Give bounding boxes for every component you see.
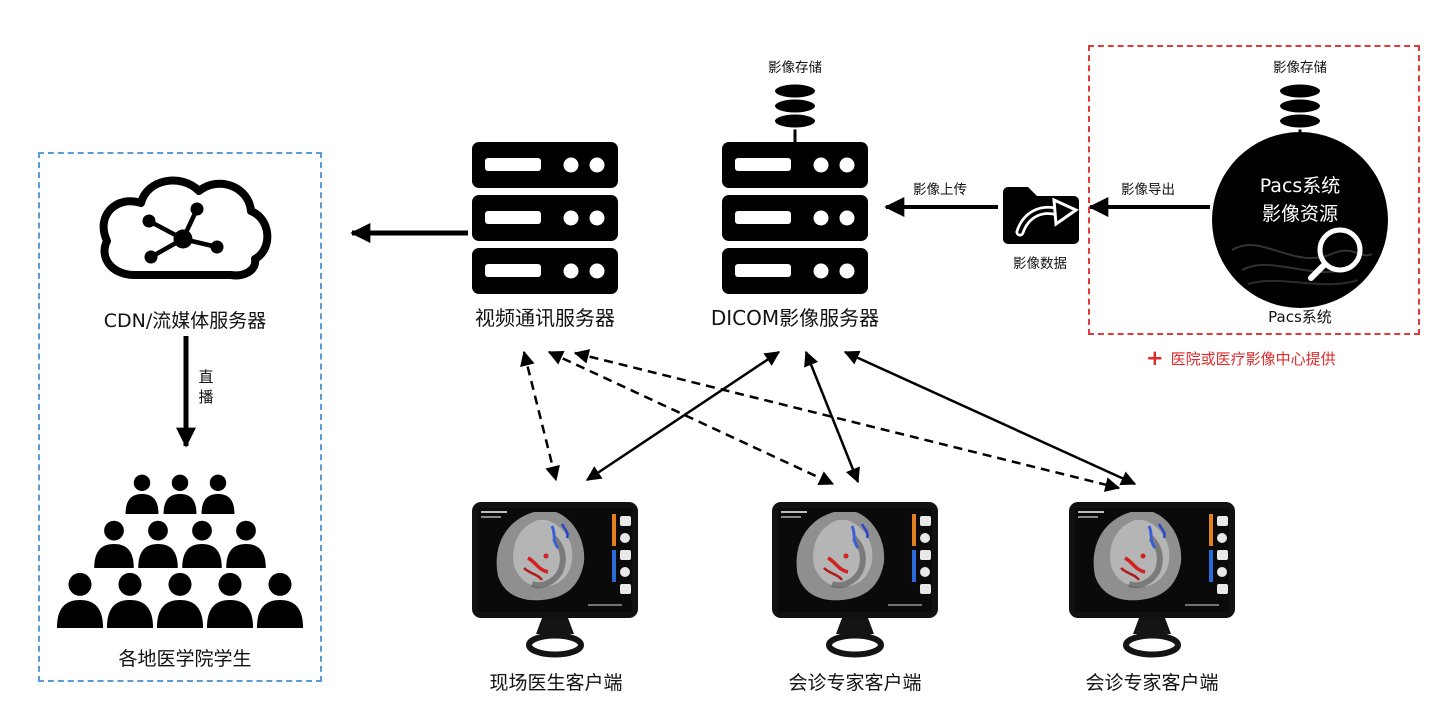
magnifier-icon (1308, 227, 1363, 281)
client-monitor-icon-1 (468, 498, 642, 658)
dicom-storage-label: 影像存储 (768, 60, 822, 76)
dicom-server-label: DICOM影像服务器 (710, 306, 880, 330)
live-arrow-label: 直播 (198, 368, 214, 406)
folder-label: 影像数据 (1013, 256, 1067, 272)
pacs-system-icon: Pacs系统 影像资源 (1212, 132, 1388, 308)
client-monitor-icon-3 (1065, 498, 1239, 658)
plus-icon: + (1146, 346, 1164, 370)
pacs-provider-note: + 医院或医疗影像中心提供 (1146, 348, 1336, 369)
client-label-1: 现场医生客户端 (489, 672, 623, 694)
folder-icon (1000, 180, 1084, 250)
pacs-caption: Pacs系统 (1268, 308, 1332, 326)
hospital-pacs-box (1088, 45, 1420, 335)
pacs-storage-label: 影像存储 (1273, 60, 1327, 76)
cdn-students-box (38, 152, 322, 682)
video-server-label: 视频通讯服务器 (475, 306, 615, 330)
dicom-server-icon (722, 142, 868, 294)
students-crowd-icon (55, 474, 305, 634)
students-label: 各地医学院学生 (118, 648, 252, 670)
pacs-database-icon (1277, 82, 1323, 130)
cdn-label: CDN/流媒体服务器 (103, 310, 267, 332)
dicom-database-icon (772, 82, 818, 130)
export-arrow-label: 影像导出 (1121, 182, 1175, 198)
client-label-3: 会诊专家客户端 (1085, 672, 1219, 694)
note-text: 医院或医疗影像中心提供 (1170, 350, 1336, 368)
pacs-circle-title: Pacs系统 (1259, 174, 1341, 197)
upload-arrow-label: 影像上传 (913, 182, 967, 198)
cloud-icon (85, 163, 285, 303)
client-label-2: 会诊专家客户端 (788, 672, 922, 694)
client-monitor-icon-2 (768, 498, 942, 658)
pacs-circle-subtitle: 影像资源 (1261, 203, 1338, 225)
video-server-icon (472, 142, 618, 294)
